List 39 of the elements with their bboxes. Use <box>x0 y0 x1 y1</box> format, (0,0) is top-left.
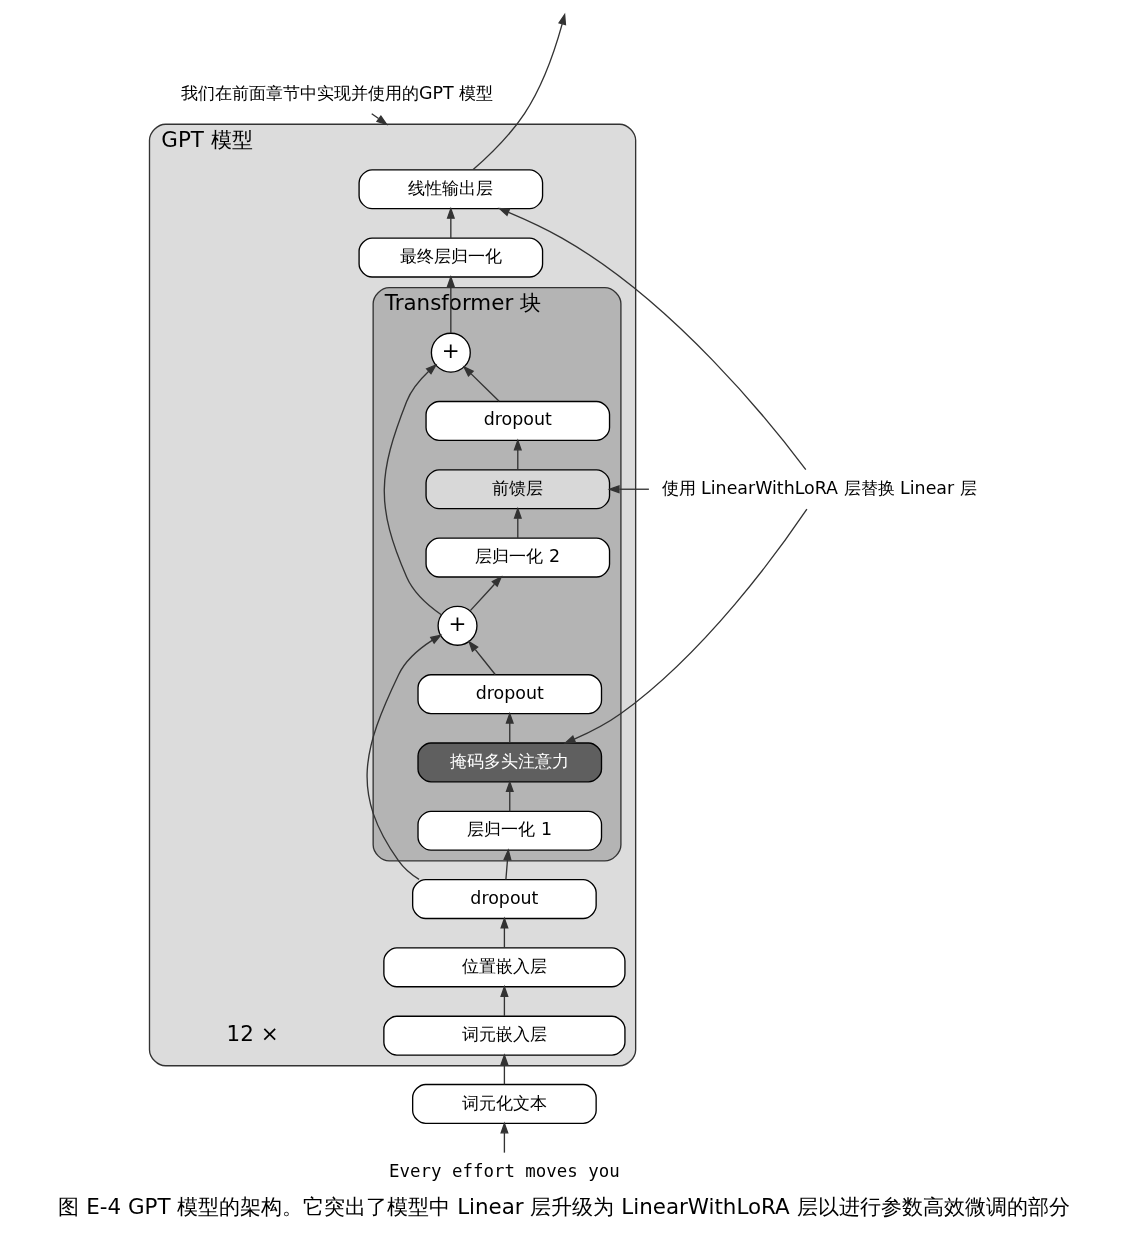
node-box: dropout <box>417 674 603 715</box>
node-text: 我们在前面章节中实现并使用的GPT 模型 <box>180 82 494 103</box>
arrow <box>513 506 523 539</box>
node-box: 最终层归一化 <box>358 237 544 278</box>
arrow <box>467 640 496 676</box>
arrow <box>500 984 509 1017</box>
node-box: 词元嵌入层 <box>383 1015 626 1056</box>
arrow <box>500 1053 509 1085</box>
arrow <box>505 779 514 812</box>
arrow <box>513 438 523 471</box>
node-box: 层归一化 1 <box>417 810 603 851</box>
node-circle: + <box>430 332 471 373</box>
arrow <box>500 1121 509 1154</box>
node-box: 线性输出层 <box>358 169 544 210</box>
arrow <box>497 207 807 471</box>
node-box: 层归一化 2 <box>425 537 611 578</box>
arrow <box>371 113 389 126</box>
arrow <box>505 711 514 744</box>
node-box: dropout <box>412 878 597 920</box>
arrow <box>500 916 509 949</box>
arrow <box>383 363 442 616</box>
arrow <box>462 365 500 402</box>
label: 12 × <box>226 1020 279 1046</box>
arrow <box>503 848 512 881</box>
arrow <box>563 508 808 744</box>
node-box: 前馈层 <box>425 469 611 510</box>
node-text: Every effort moves you <box>389 1160 620 1181</box>
arrow <box>469 575 503 612</box>
node-box: 位置嵌入层 <box>383 947 626 988</box>
caption: 图 E-4 GPT 模型的架构。它突出了模型中 Linear 层升级为 LinearWithLoRA 层以进行参数高效微调的部分 <box>58 1194 1070 1220</box>
node-box: 掩码多头注意力 <box>417 742 603 783</box>
node-box: dropout <box>425 400 611 442</box>
node-text: 使用 LinearWithLoRA 层替换 Linear 层 <box>661 477 977 498</box>
arrow <box>446 206 456 239</box>
node-box: 词元化文本 <box>412 1083 597 1125</box>
arrow <box>472 12 567 171</box>
node-circle: + <box>437 605 478 646</box>
arrow <box>366 634 443 880</box>
arrow <box>607 485 650 494</box>
